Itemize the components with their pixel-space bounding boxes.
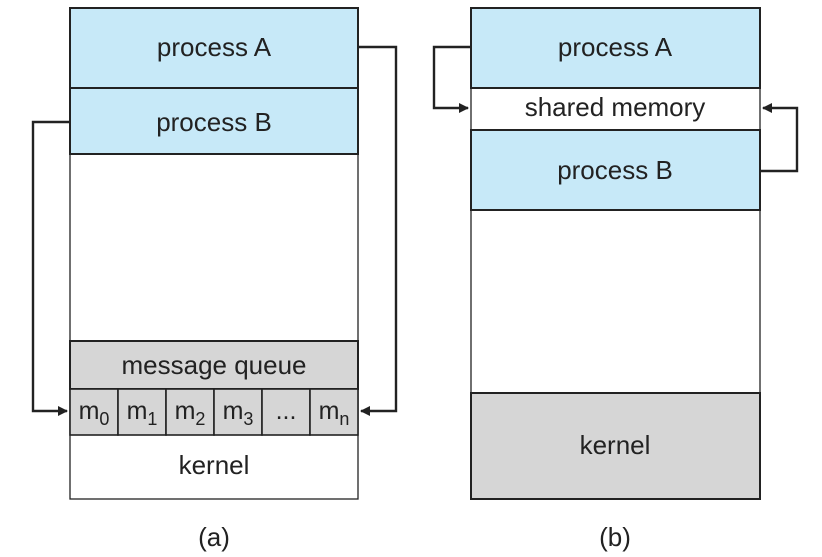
arrow-process-b-to-shared	[760, 103, 799, 173]
queue-cell	[69, 388, 119, 436]
arrow-process-a-to-shared	[432, 45, 471, 113]
message-queue-box	[69, 340, 359, 390]
queue-cell-label: ...	[276, 397, 297, 425]
kernel-label-a: kernel	[179, 450, 250, 480]
queue-cell	[165, 388, 215, 436]
diagram-a: process A process B message queue m0 m1 …	[31, 7, 398, 552]
queue-cell	[117, 388, 167, 436]
kernel-box-b	[470, 392, 761, 500]
process-a-label-a: process A	[157, 32, 272, 62]
queue-cell-label: m2	[175, 397, 206, 429]
process-b-label-a: process B	[156, 107, 272, 137]
queue-cell-label: mn	[319, 397, 350, 429]
caption-a: (a)	[198, 522, 230, 552]
queue-cell	[309, 388, 359, 436]
caption-b: (b)	[599, 522, 631, 552]
diagram-b: process A shared memory process B kernel…	[432, 7, 799, 552]
arrow-process-a-to-queue	[358, 45, 398, 416]
process-a-label-b: process A	[558, 32, 673, 62]
process-a-box-b	[470, 7, 761, 89]
process-a-box-a	[69, 7, 359, 89]
shared-memory-label: shared memory	[525, 92, 706, 122]
kernel-label-b: kernel	[580, 430, 651, 460]
arrow-process-b-to-queue	[31, 120, 70, 416]
process-b-label-b: process B	[557, 155, 673, 185]
queue-cell	[213, 388, 263, 436]
queue-cell	[261, 388, 311, 436]
message-queue-label: message queue	[121, 350, 306, 380]
process-b-box-b	[470, 129, 761, 211]
message-queue-cells: m0 m1 m2 m3 ... mn	[69, 388, 359, 436]
queue-cell-label: m3	[223, 397, 254, 429]
queue-cell-label: m0	[79, 397, 110, 429]
process-b-box-a	[69, 87, 359, 155]
queue-cell-label: m1	[127, 397, 158, 429]
